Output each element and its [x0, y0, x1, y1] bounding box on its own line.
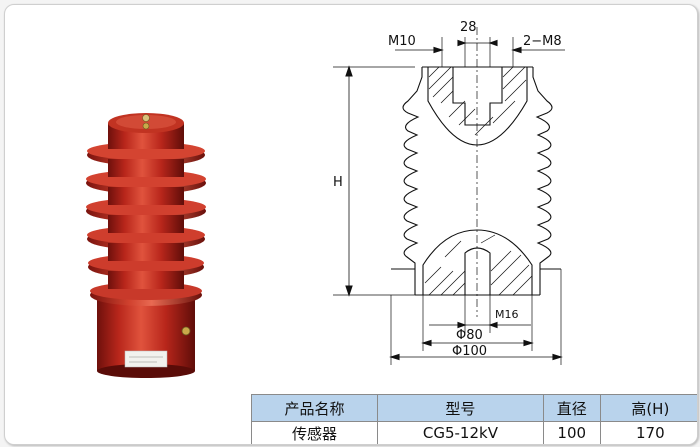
cell-height: 170 — [599, 421, 697, 444]
cell-model: CG5-12kV — [377, 421, 544, 444]
spec-table-header: 产品名称 型号 直径 高(H) — [251, 394, 697, 422]
header-product-name: 产品名称 — [251, 394, 378, 422]
insulator-photo: M10 28 2−M8 H M16 Φ80 Φ100 — [86, 20, 565, 378]
cell-diameter: 100 — [542, 421, 601, 444]
label-2m8: 2−M8 — [523, 34, 562, 49]
header-height: 高(H) — [599, 394, 697, 422]
header-diameter: 直径 — [542, 394, 601, 422]
spec-table: 产品名称 型号 直径 高(H) 传感器 CG5-12kV 100 170 — [251, 394, 697, 444]
label-phi80: Φ80 — [456, 328, 483, 343]
spec-table-row: 传感器 CG5-12kV 100 170 — [251, 421, 697, 444]
header-model: 型号 — [377, 394, 544, 422]
technical-drawing — [333, 27, 565, 365]
label-28: 28 — [460, 20, 477, 35]
cell-product-name: 传感器 — [251, 421, 378, 444]
label-m16: M16 — [495, 308, 519, 321]
label-phi100: Φ100 — [452, 344, 487, 359]
label-m10: M10 — [388, 34, 416, 49]
label-height: H — [333, 175, 343, 190]
product-sheet: M10 28 2−M8 H M16 Φ80 Φ100 产品名称 型号 直径 高(… — [4, 4, 698, 445]
